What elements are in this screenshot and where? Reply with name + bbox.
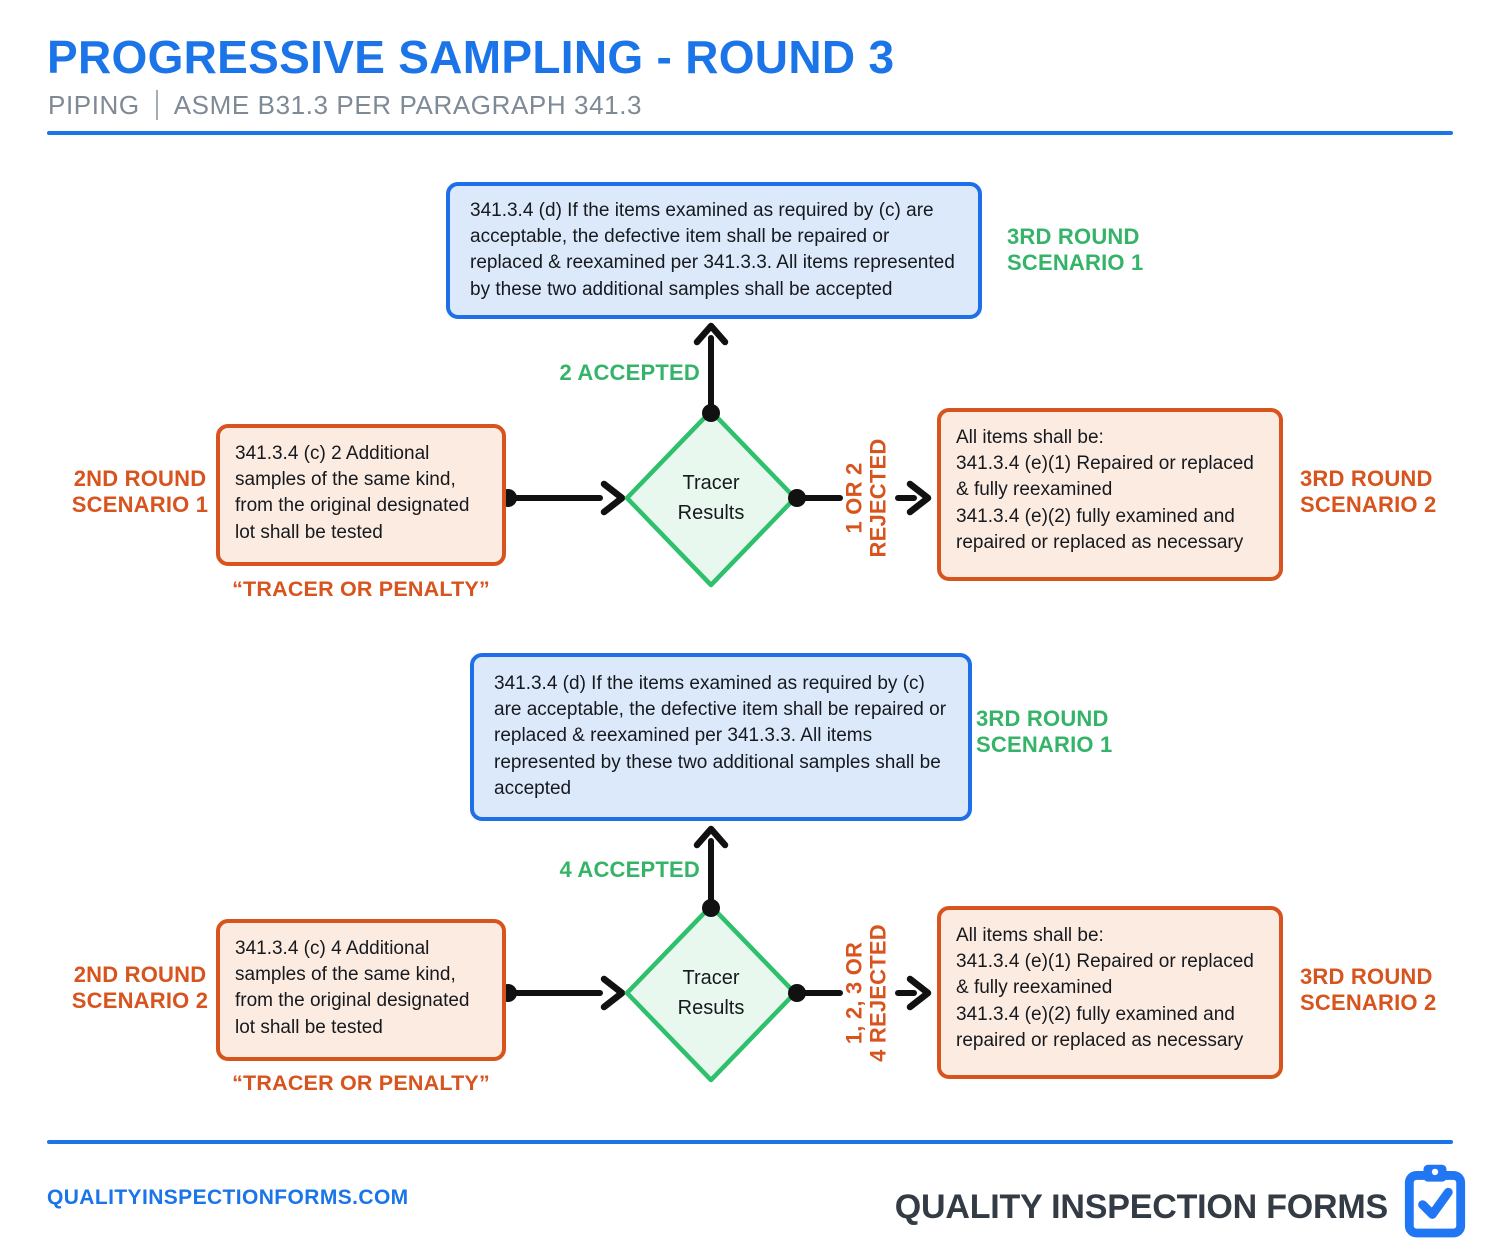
outcome-line: 341.3.4 (e)(1) Repaired or replaced & fu… — [956, 453, 1254, 501]
diamond-line: Tracer — [682, 472, 740, 494]
label-line: 1 OR 2 — [841, 462, 867, 534]
third-round-scenario2-label: 3RD ROUND SCENARIO 2 — [1300, 964, 1436, 1017]
third-round-scenario1-label: 3RD ROUND SCENARIO 1 — [976, 706, 1112, 759]
accepted-arrow-label: 4 ACCEPTED — [559, 857, 700, 882]
arrowhead-icon — [693, 825, 729, 849]
label-line: 4 REJECTED — [865, 924, 890, 1062]
label-line: SCENARIO 2 — [71, 988, 209, 1014]
label-line: SCENARIO 1 — [976, 732, 1113, 758]
label-line: SCENARIO 1 — [1007, 250, 1144, 276]
tracer-samples-box: 341.3.4 (c) 2 Additional samples of the … — [216, 424, 506, 566]
subtitle-category: PIPING — [48, 89, 140, 120]
arrowhead-icon — [906, 975, 932, 1011]
arrowhead-icon — [600, 480, 626, 516]
outcome-line: 341.3.4 (e)(2) fully examined and repair… — [956, 1003, 1244, 1051]
outcome-line: 341.3.4 (e)(1) Repaired or replaced & fu… — [956, 951, 1254, 999]
outcome-line: All items shall be: — [956, 427, 1104, 448]
label-line: SCENARIO 1 — [71, 492, 209, 518]
tracer-results-text: Tracer Results — [636, 468, 786, 528]
label-line: SCENARIO 2 — [1300, 990, 1437, 1016]
clipboard-check-icon — [1404, 1164, 1466, 1238]
rejected-arrow-label: 1 OR 2 REJECTED — [841, 438, 890, 558]
junction-dot — [788, 984, 806, 1002]
third-round-scenario1-label: 3RD ROUND SCENARIO 1 — [1007, 224, 1143, 277]
label-line: 3RD ROUND — [1300, 964, 1433, 989]
label-line: 3RD ROUND — [1007, 224, 1140, 249]
label-line: 3RD ROUND — [976, 706, 1109, 731]
tracer-or-penalty-caption: “TRACER OR PENALTY” — [232, 1071, 490, 1095]
tracer-or-penalty-caption: “TRACER OR PENALTY” — [232, 577, 490, 601]
subtitle-reference: ASME B31.3 PER PARAGRAPH 341.3 — [173, 89, 643, 120]
second-round-scenario2-label: 2ND ROUND SCENARIO 2 — [64, 962, 216, 1015]
tracer-samples-box: 341.3.4 (c) 4 Additional samples of the … — [216, 919, 506, 1061]
page-subtitle: PIPING ASME B31.3 PER PARAGRAPH 341.3 — [48, 90, 642, 120]
junction-dot — [788, 489, 806, 507]
junction-dot — [702, 899, 720, 917]
subtitle-divider — [155, 90, 158, 120]
header-rule — [47, 131, 1453, 135]
third-round-scenario2-label: 3RD ROUND SCENARIO 2 — [1300, 466, 1436, 519]
rejected-outcome-box: All items shall be: 341.3.4 (e)(1) Repai… — [937, 906, 1283, 1079]
page-title: PROGRESSIVE SAMPLING - ROUND 3 — [47, 31, 895, 83]
label-line: 2ND ROUND — [73, 962, 207, 987]
accepted-outcome-box: 341.3.4 (d) If the items examined as req… — [446, 182, 982, 319]
brand-name: QUALITY INSPECTION FORMS — [894, 1188, 1388, 1226]
second-round-scenario1-label: 2ND ROUND SCENARIO 1 — [64, 466, 216, 519]
clipboard-check-icon — [1404, 1163, 1466, 1246]
accepted-outcome-box: 341.3.4 (d) If the items examined as req… — [470, 653, 972, 821]
website-url: QUALITYINSPECTIONFORMS.COM — [47, 1186, 409, 1209]
diamond-line: Tracer — [682, 967, 740, 989]
accepted-arrow-label: 2 ACCEPTED — [559, 360, 700, 385]
arrowhead-icon — [693, 322, 729, 346]
junction-dot — [702, 404, 720, 422]
label-line: REJECTED — [865, 438, 890, 558]
label-line: SCENARIO 2 — [1300, 492, 1437, 518]
diamond-line: Results — [677, 997, 745, 1019]
footer-rule — [47, 1140, 1453, 1144]
outcome-line: All items shall be: — [956, 925, 1104, 946]
rejected-outcome-box: All items shall be: 341.3.4 (e)(1) Repai… — [937, 408, 1283, 581]
outcome-line: 341.3.4 (e)(2) fully examined and repair… — [956, 505, 1244, 553]
arrowhead-icon — [600, 975, 626, 1011]
tracer-results-text: Tracer Results — [636, 963, 786, 1023]
diamond-line: Results — [677, 502, 745, 524]
rejected-arrow-label: 1, 2, 3 OR 4 REJECTED — [841, 924, 890, 1062]
label-line: 3RD ROUND — [1300, 466, 1433, 491]
arrowhead-icon — [906, 480, 932, 516]
label-line: 1, 2, 3 OR — [841, 941, 867, 1045]
label-line: 2ND ROUND — [73, 466, 207, 491]
